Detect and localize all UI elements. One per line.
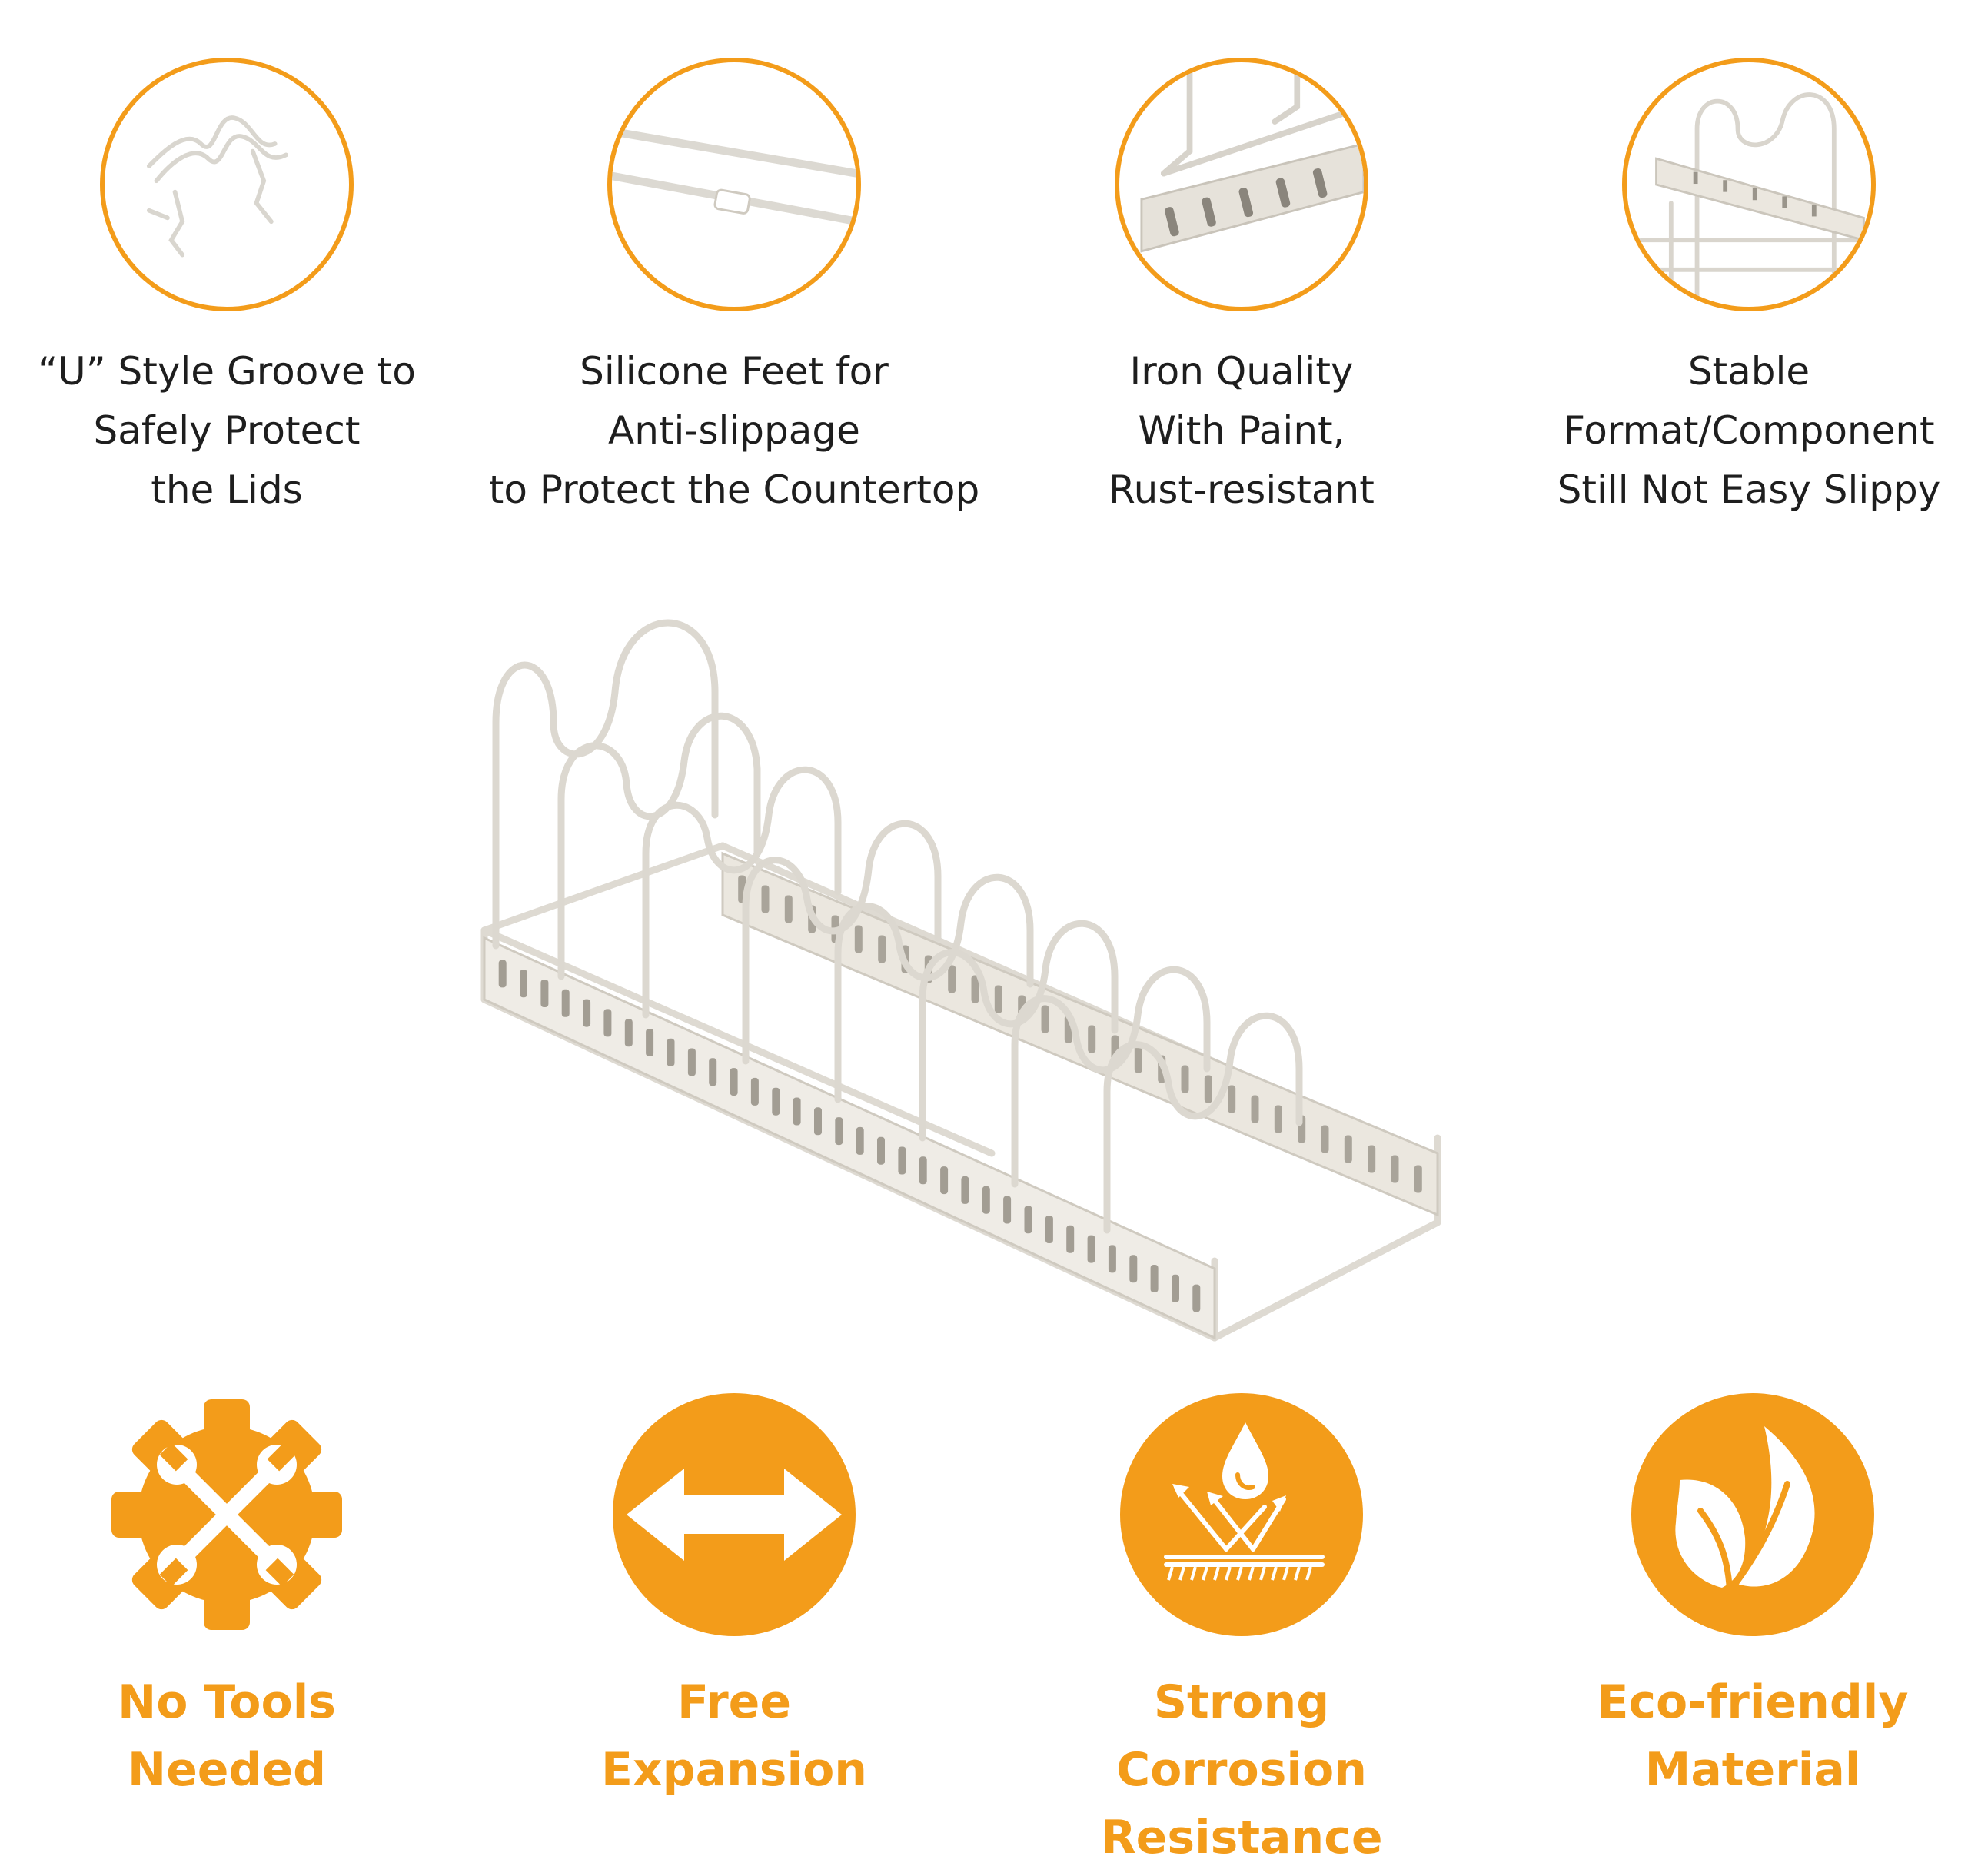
feature-label-line: No Tools bbox=[117, 1675, 336, 1729]
detail-caption-2: Silicone Feet for Anti-slippage to Prote… bbox=[488, 342, 980, 520]
detail-caption-line: Stable bbox=[1687, 349, 1810, 394]
feature-label-line: Material bbox=[1644, 1743, 1861, 1797]
detail-caption-line: “U” Style Groove to bbox=[38, 349, 416, 394]
feature-label-line: Resistance bbox=[1100, 1811, 1383, 1864]
feature-label-3: Strong Corrosion Resistance bbox=[996, 1668, 1488, 1871]
feature-label-1: No Tools Needed bbox=[0, 1668, 473, 1804]
detail-caption-line: Iron Quality bbox=[1129, 349, 1354, 394]
u-groove-icon bbox=[100, 58, 354, 311]
stable-frame-icon bbox=[1622, 58, 1876, 311]
feature-label-line: Needed bbox=[127, 1743, 327, 1797]
feature-label-2: Free Expansion bbox=[488, 1668, 980, 1804]
detail-caption-4: Stable Format/Component Still Not Easy S… bbox=[1503, 342, 1968, 520]
detail-caption-line: Anti-slippage bbox=[608, 408, 860, 453]
detail-caption-line: Safely Protect bbox=[93, 408, 361, 453]
feature-label-line: Expansion bbox=[600, 1743, 868, 1797]
corrosion-shield-icon bbox=[1119, 1392, 1365, 1638]
feature-label-4: Eco-friendly Material bbox=[1507, 1668, 1968, 1804]
detail-caption-line: the Lids bbox=[151, 467, 303, 512]
feature-label-line: Eco-friendly bbox=[1597, 1675, 1909, 1729]
feature-label-line: Strong bbox=[1153, 1675, 1330, 1729]
detail-caption-line: Format/Component bbox=[1563, 408, 1935, 453]
tools-gear-icon bbox=[104, 1392, 350, 1638]
detail-caption-line: Silicone Feet for bbox=[580, 349, 889, 394]
feature-label-line: Corrosion bbox=[1116, 1743, 1367, 1797]
detail-caption-line: With Paint, bbox=[1138, 408, 1345, 453]
silicone-feet-icon bbox=[607, 58, 861, 311]
expansion-arrow-icon bbox=[611, 1392, 857, 1638]
detail-caption-3: Iron Quality With Paint, Rust-resistant bbox=[996, 342, 1488, 520]
detail-caption-line: to Protect the Countertop bbox=[488, 467, 980, 512]
pot-lid-rack-icon bbox=[461, 600, 1461, 1353]
detail-caption-line: Rust-resistant bbox=[1109, 467, 1375, 512]
feature-label-line: Free bbox=[676, 1675, 792, 1729]
detail-caption-1: “U” Style Groove to Safely Protect the L… bbox=[0, 342, 473, 520]
eco-leaf-icon bbox=[1630, 1392, 1876, 1638]
detail-caption-line: Still Not Easy Slippy bbox=[1557, 467, 1941, 512]
iron-frame-icon bbox=[1115, 58, 1368, 311]
